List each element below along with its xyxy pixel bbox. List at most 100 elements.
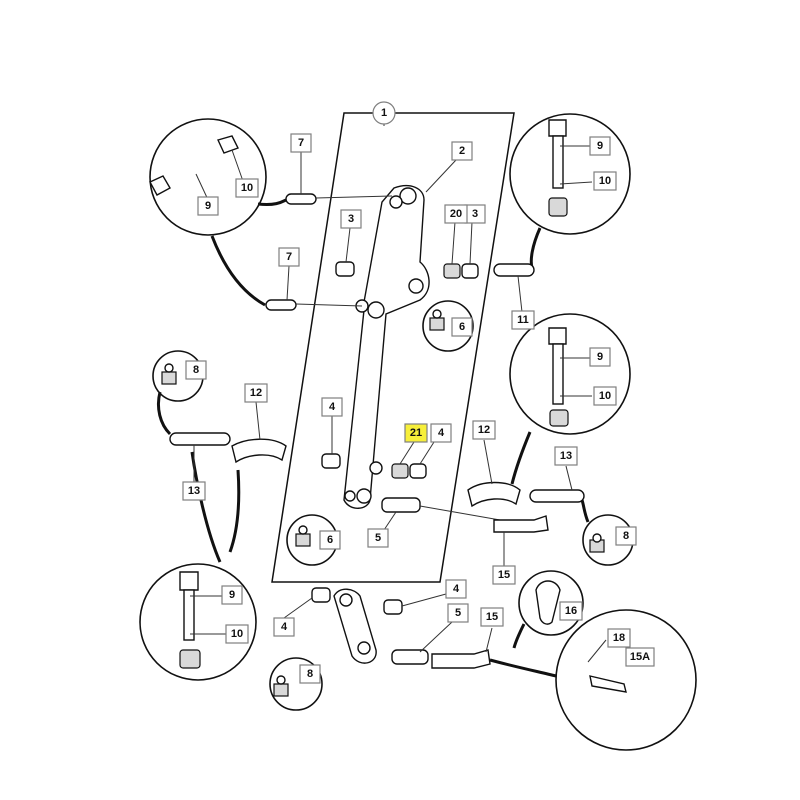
callout-10: 10 xyxy=(593,386,617,406)
pin-13-right xyxy=(529,489,585,503)
callout-text: 5 xyxy=(375,532,381,544)
connector-line xyxy=(580,499,590,523)
callout-13: 13 xyxy=(182,481,206,501)
arm-link xyxy=(343,184,430,509)
callout-5: 5 xyxy=(367,528,389,548)
callout-text: 12 xyxy=(250,387,262,399)
callout-text: 13 xyxy=(188,485,200,497)
callout-4: 4 xyxy=(430,423,452,443)
callout-8: 8 xyxy=(299,664,321,684)
connector-line xyxy=(257,198,287,206)
callout-15: 15 xyxy=(480,607,504,627)
pin-7-upper xyxy=(285,193,317,205)
callout-text: 11 xyxy=(517,314,529,326)
pin-15-upper xyxy=(493,515,549,533)
callout-11: 11 xyxy=(511,310,535,330)
link-12-right xyxy=(467,481,521,508)
pin-5-lower xyxy=(391,649,429,665)
callout-1: 1 xyxy=(372,101,396,125)
callout-text: 15 xyxy=(486,611,498,623)
callout-20: 20 xyxy=(444,204,468,224)
connector-line xyxy=(210,235,266,307)
pin-15-lower xyxy=(431,649,491,669)
spring-20 xyxy=(443,263,461,279)
callout-text: 13 xyxy=(560,450,572,462)
callout-16: 16 xyxy=(559,601,583,621)
callout-9: 9 xyxy=(589,136,611,156)
bushing-4-bottom-right xyxy=(383,599,403,615)
callout-text: 7 xyxy=(286,251,292,263)
callout-10: 10 xyxy=(593,171,617,191)
connector-line xyxy=(512,623,526,649)
callout-text: 9 xyxy=(229,589,235,601)
callout-12: 12 xyxy=(244,383,268,403)
callout-text: 8 xyxy=(307,668,313,680)
pin-7-lower xyxy=(265,299,297,311)
spring-21 xyxy=(391,463,409,479)
callout-text: 12 xyxy=(478,424,490,436)
callout-text: 9 xyxy=(205,200,211,212)
link-12-left xyxy=(231,438,287,464)
callout-text: 21 xyxy=(410,427,422,439)
callout-2: 2 xyxy=(451,141,473,161)
callout-text: 4 xyxy=(329,401,336,413)
callout-text: 6 xyxy=(327,534,333,546)
callout-6: 6 xyxy=(451,317,473,337)
callout-10: 10 xyxy=(235,178,259,198)
callout-text: 20 xyxy=(450,208,462,220)
callout-9: 9 xyxy=(197,196,219,216)
callout-text: 15A xyxy=(630,651,650,663)
callout-text: 10 xyxy=(241,182,253,194)
detail-circle-top-left xyxy=(149,118,267,236)
callout-text: 1 xyxy=(381,107,387,119)
callout-10: 10 xyxy=(225,624,249,644)
pin-11 xyxy=(493,263,535,277)
pin-13-left xyxy=(169,432,231,446)
callout-text: 15 xyxy=(498,569,510,581)
callout-text: 8 xyxy=(623,530,629,542)
connector-line xyxy=(529,227,542,269)
callout-3: 3 xyxy=(464,204,486,224)
callout-5: 5 xyxy=(447,603,469,623)
detail-circle-bottom-left xyxy=(139,563,257,681)
callout-text: 10 xyxy=(599,175,611,187)
callout-3: 3 xyxy=(340,209,362,229)
bushing-4-bottom-left xyxy=(311,587,331,603)
pin-5-upper xyxy=(381,497,421,513)
callout-6: 6 xyxy=(319,530,341,550)
callout-15A: 15A xyxy=(625,647,655,667)
callout-text: 6 xyxy=(459,321,465,333)
callout-4: 4 xyxy=(273,617,295,637)
callout-4: 4 xyxy=(445,579,467,599)
callout-8: 8 xyxy=(615,526,637,546)
callout-labels: 1 2 3 3 20 4 4 4 4 5 5 6 6 7 7 8 8 8 9 9… xyxy=(182,101,655,684)
callout-text: 4 xyxy=(438,427,445,439)
callout-text: 10 xyxy=(231,628,243,640)
detail-circle-bottom-right xyxy=(555,609,697,751)
callout-18: 18 xyxy=(607,628,631,648)
callout-7: 7 xyxy=(278,247,300,267)
callout-text: 8 xyxy=(193,364,199,376)
callout-text: 18 xyxy=(613,632,625,644)
leader-lines xyxy=(190,120,593,653)
connector-line xyxy=(156,391,172,436)
callout-9: 9 xyxy=(221,585,243,605)
callout-21-highlighted: 21 xyxy=(404,423,428,443)
connector-line xyxy=(510,431,532,485)
callout-text: 16 xyxy=(565,605,577,617)
callout-8: 8 xyxy=(185,360,207,380)
callout-text: 9 xyxy=(597,140,603,152)
callout-text: 3 xyxy=(472,208,478,220)
callout-15: 15 xyxy=(492,565,516,585)
callout-text: 4 xyxy=(281,621,288,633)
connector-line xyxy=(190,451,222,563)
callout-text: 4 xyxy=(453,583,460,595)
callout-text: 10 xyxy=(599,390,611,402)
callout-text: 7 xyxy=(298,137,304,149)
bottom-link xyxy=(333,588,377,664)
connector-line xyxy=(489,658,557,678)
callout-text: 9 xyxy=(597,351,603,363)
detail-circle-mid-right xyxy=(509,313,631,435)
fitting-circle-6-lower xyxy=(286,514,338,566)
